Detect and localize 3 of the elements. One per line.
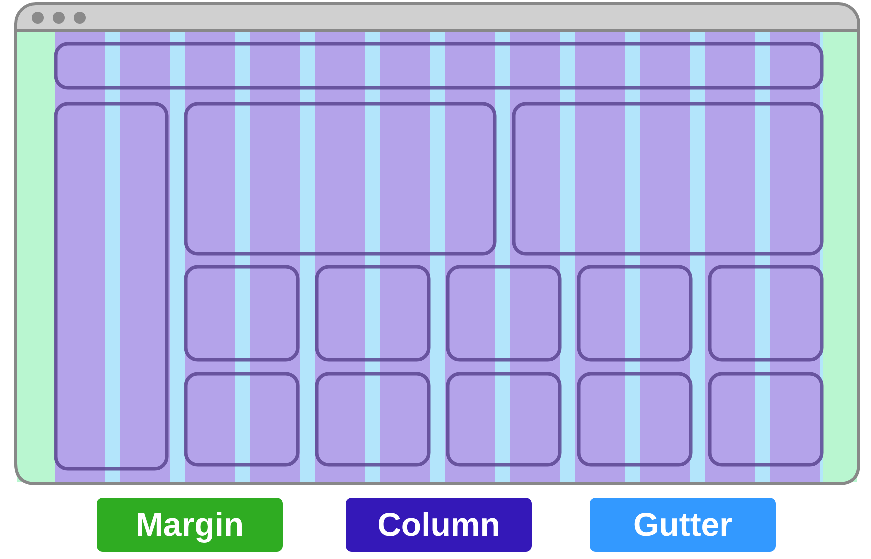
legend-badge: Margin <box>97 498 283 552</box>
legend-badge: Gutter <box>590 498 776 552</box>
legend-badge: Column <box>346 498 532 552</box>
